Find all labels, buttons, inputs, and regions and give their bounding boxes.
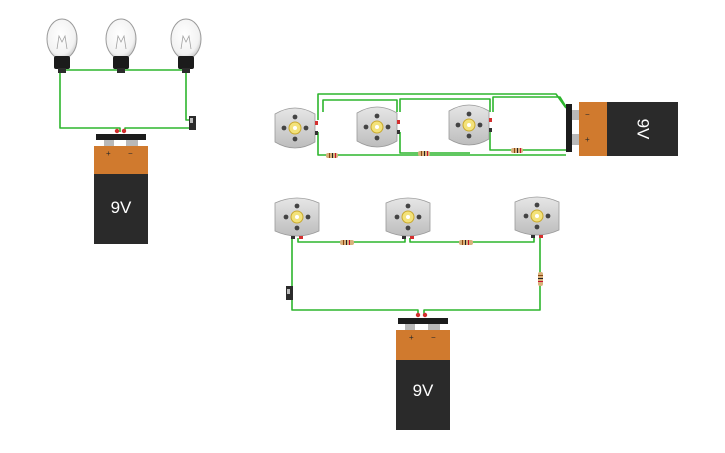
- dc-motor-6[interactable]: [514, 196, 560, 238]
- wire[interactable]: [489, 132, 571, 151]
- resistor-2[interactable]: [418, 151, 430, 156]
- dc-motor-5[interactable]: [385, 197, 431, 239]
- wire[interactable]: [423, 238, 541, 316]
- plus-sign: +: [106, 149, 111, 158]
- wire[interactable]: [492, 96, 569, 112]
- wire[interactable]: [124, 127, 192, 132]
- light-bulb-1[interactable]: [46, 18, 78, 73]
- battery-9v-3[interactable]: + − 9V: [396, 318, 450, 430]
- dc-motor-4[interactable]: [274, 197, 320, 239]
- plus-sign: +: [585, 135, 590, 144]
- resistor-4[interactable]: [340, 240, 354, 245]
- resistor-1[interactable]: [326, 153, 338, 158]
- motor-circuit-bottom: + − 9V: [274, 196, 560, 430]
- wire[interactable]: [317, 93, 567, 120]
- minus-sign: −: [128, 149, 133, 158]
- dc-motor-1[interactable]: [274, 107, 318, 149]
- bulb-circuit: + − 9V: [46, 18, 202, 244]
- battery-9v-1[interactable]: + − 9V: [94, 134, 148, 244]
- dc-motor-3[interactable]: [448, 104, 492, 146]
- dc-motor-2[interactable]: [356, 106, 400, 148]
- wire[interactable]: [399, 98, 491, 112]
- battery-label: 9V: [111, 198, 132, 217]
- wire[interactable]: [399, 132, 470, 154]
- wire[interactable]: [185, 70, 192, 121]
- battery-label: 9V: [634, 119, 653, 140]
- wire[interactable]: [322, 99, 398, 112]
- wire[interactable]: [291, 238, 419, 316]
- minus-sign: −: [431, 333, 436, 342]
- resistor-6[interactable]: [538, 272, 543, 286]
- resistor-3[interactable]: [511, 148, 523, 153]
- slide-switch-2[interactable]: [286, 286, 293, 300]
- resistor-5[interactable]: [459, 240, 473, 245]
- light-bulb-3[interactable]: [170, 18, 202, 73]
- light-bulb-2[interactable]: [105, 18, 137, 73]
- battery-9v-2[interactable]: − + 9V: [566, 102, 678, 156]
- battery-label: 9V: [413, 381, 434, 400]
- motor-circuit-top: − + 9V: [274, 93, 678, 158]
- slide-switch-1[interactable]: [189, 116, 196, 130]
- wire[interactable]: [317, 132, 566, 156]
- plus-sign: +: [409, 333, 414, 342]
- wire[interactable]: [59, 70, 121, 132]
- minus-sign: −: [585, 110, 590, 119]
